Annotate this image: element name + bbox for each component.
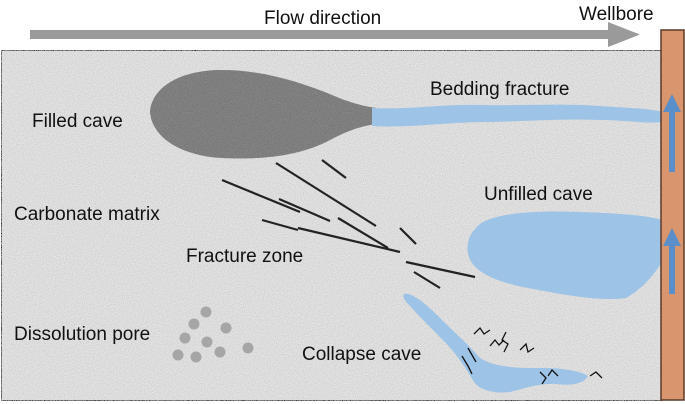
collapse-rubble-line xyxy=(539,371,547,385)
flow-direction-arrow xyxy=(30,22,640,47)
fracture-line xyxy=(278,197,331,223)
dissolution-pore-dot xyxy=(242,342,254,354)
wellbore-upflow-arrow-top xyxy=(663,94,681,172)
fracture-line xyxy=(261,218,299,232)
collapse-cave xyxy=(403,293,603,393)
dissolution-pore-dot xyxy=(188,318,200,330)
fracture-line xyxy=(337,217,389,249)
fracture-line xyxy=(221,178,301,214)
dissolution-pore-dot xyxy=(200,306,212,318)
wellbore xyxy=(660,29,685,401)
collapse-cave-shape xyxy=(403,293,588,393)
bedding-fracture-label: Bedding fracture xyxy=(430,79,569,100)
dissolution-pores xyxy=(172,306,254,363)
dissolution-pore-dot xyxy=(190,351,202,363)
unfilled-cave-label: Unfilled cave xyxy=(484,184,593,205)
fracture-zone-label: Fracture zone xyxy=(186,246,303,267)
dissolution-pore-dot xyxy=(214,346,226,358)
bedding-fracture-shape xyxy=(372,104,662,127)
fracture-line xyxy=(321,159,347,179)
dissolution-pore-label: Dissolution pore xyxy=(14,324,150,345)
collapse-rubble-line xyxy=(461,355,473,375)
unfilled-cave-shape xyxy=(467,211,662,300)
fracture-line xyxy=(399,227,417,245)
collapse-rubble-lines xyxy=(461,326,603,385)
collapse-rubble-line xyxy=(501,331,509,353)
wellbore-upflow-arrow-bottom xyxy=(663,228,681,294)
fracture-line xyxy=(297,226,401,254)
filled-cave-shape xyxy=(150,70,376,159)
collapse-cave-label: Collapse cave xyxy=(302,344,421,365)
dissolution-pore-dot xyxy=(201,336,213,348)
fracture-zone-lines xyxy=(221,159,476,289)
flow-direction-label: Flow direction xyxy=(264,8,381,29)
collapse-rubble-line xyxy=(489,338,505,347)
collapse-rubble-line xyxy=(473,326,491,335)
carbonate-matrix-label: Carbonate matrix xyxy=(14,204,160,225)
filled-cave-label: Filled cave xyxy=(32,111,123,132)
fracture-line xyxy=(275,162,377,227)
collapse-rubble-line xyxy=(589,371,603,379)
wellbore-label: Wellbore xyxy=(579,4,654,25)
fracture-line xyxy=(413,271,441,289)
fracture-line xyxy=(405,260,476,279)
dissolution-pore-dot xyxy=(172,349,184,361)
dissolution-pore-dot xyxy=(220,322,232,334)
dissolution-pore-dot xyxy=(179,332,191,344)
collapse-rubble-line xyxy=(467,347,477,363)
collapse-rubble-line xyxy=(547,368,559,377)
collapse-rubble-line xyxy=(519,342,535,354)
